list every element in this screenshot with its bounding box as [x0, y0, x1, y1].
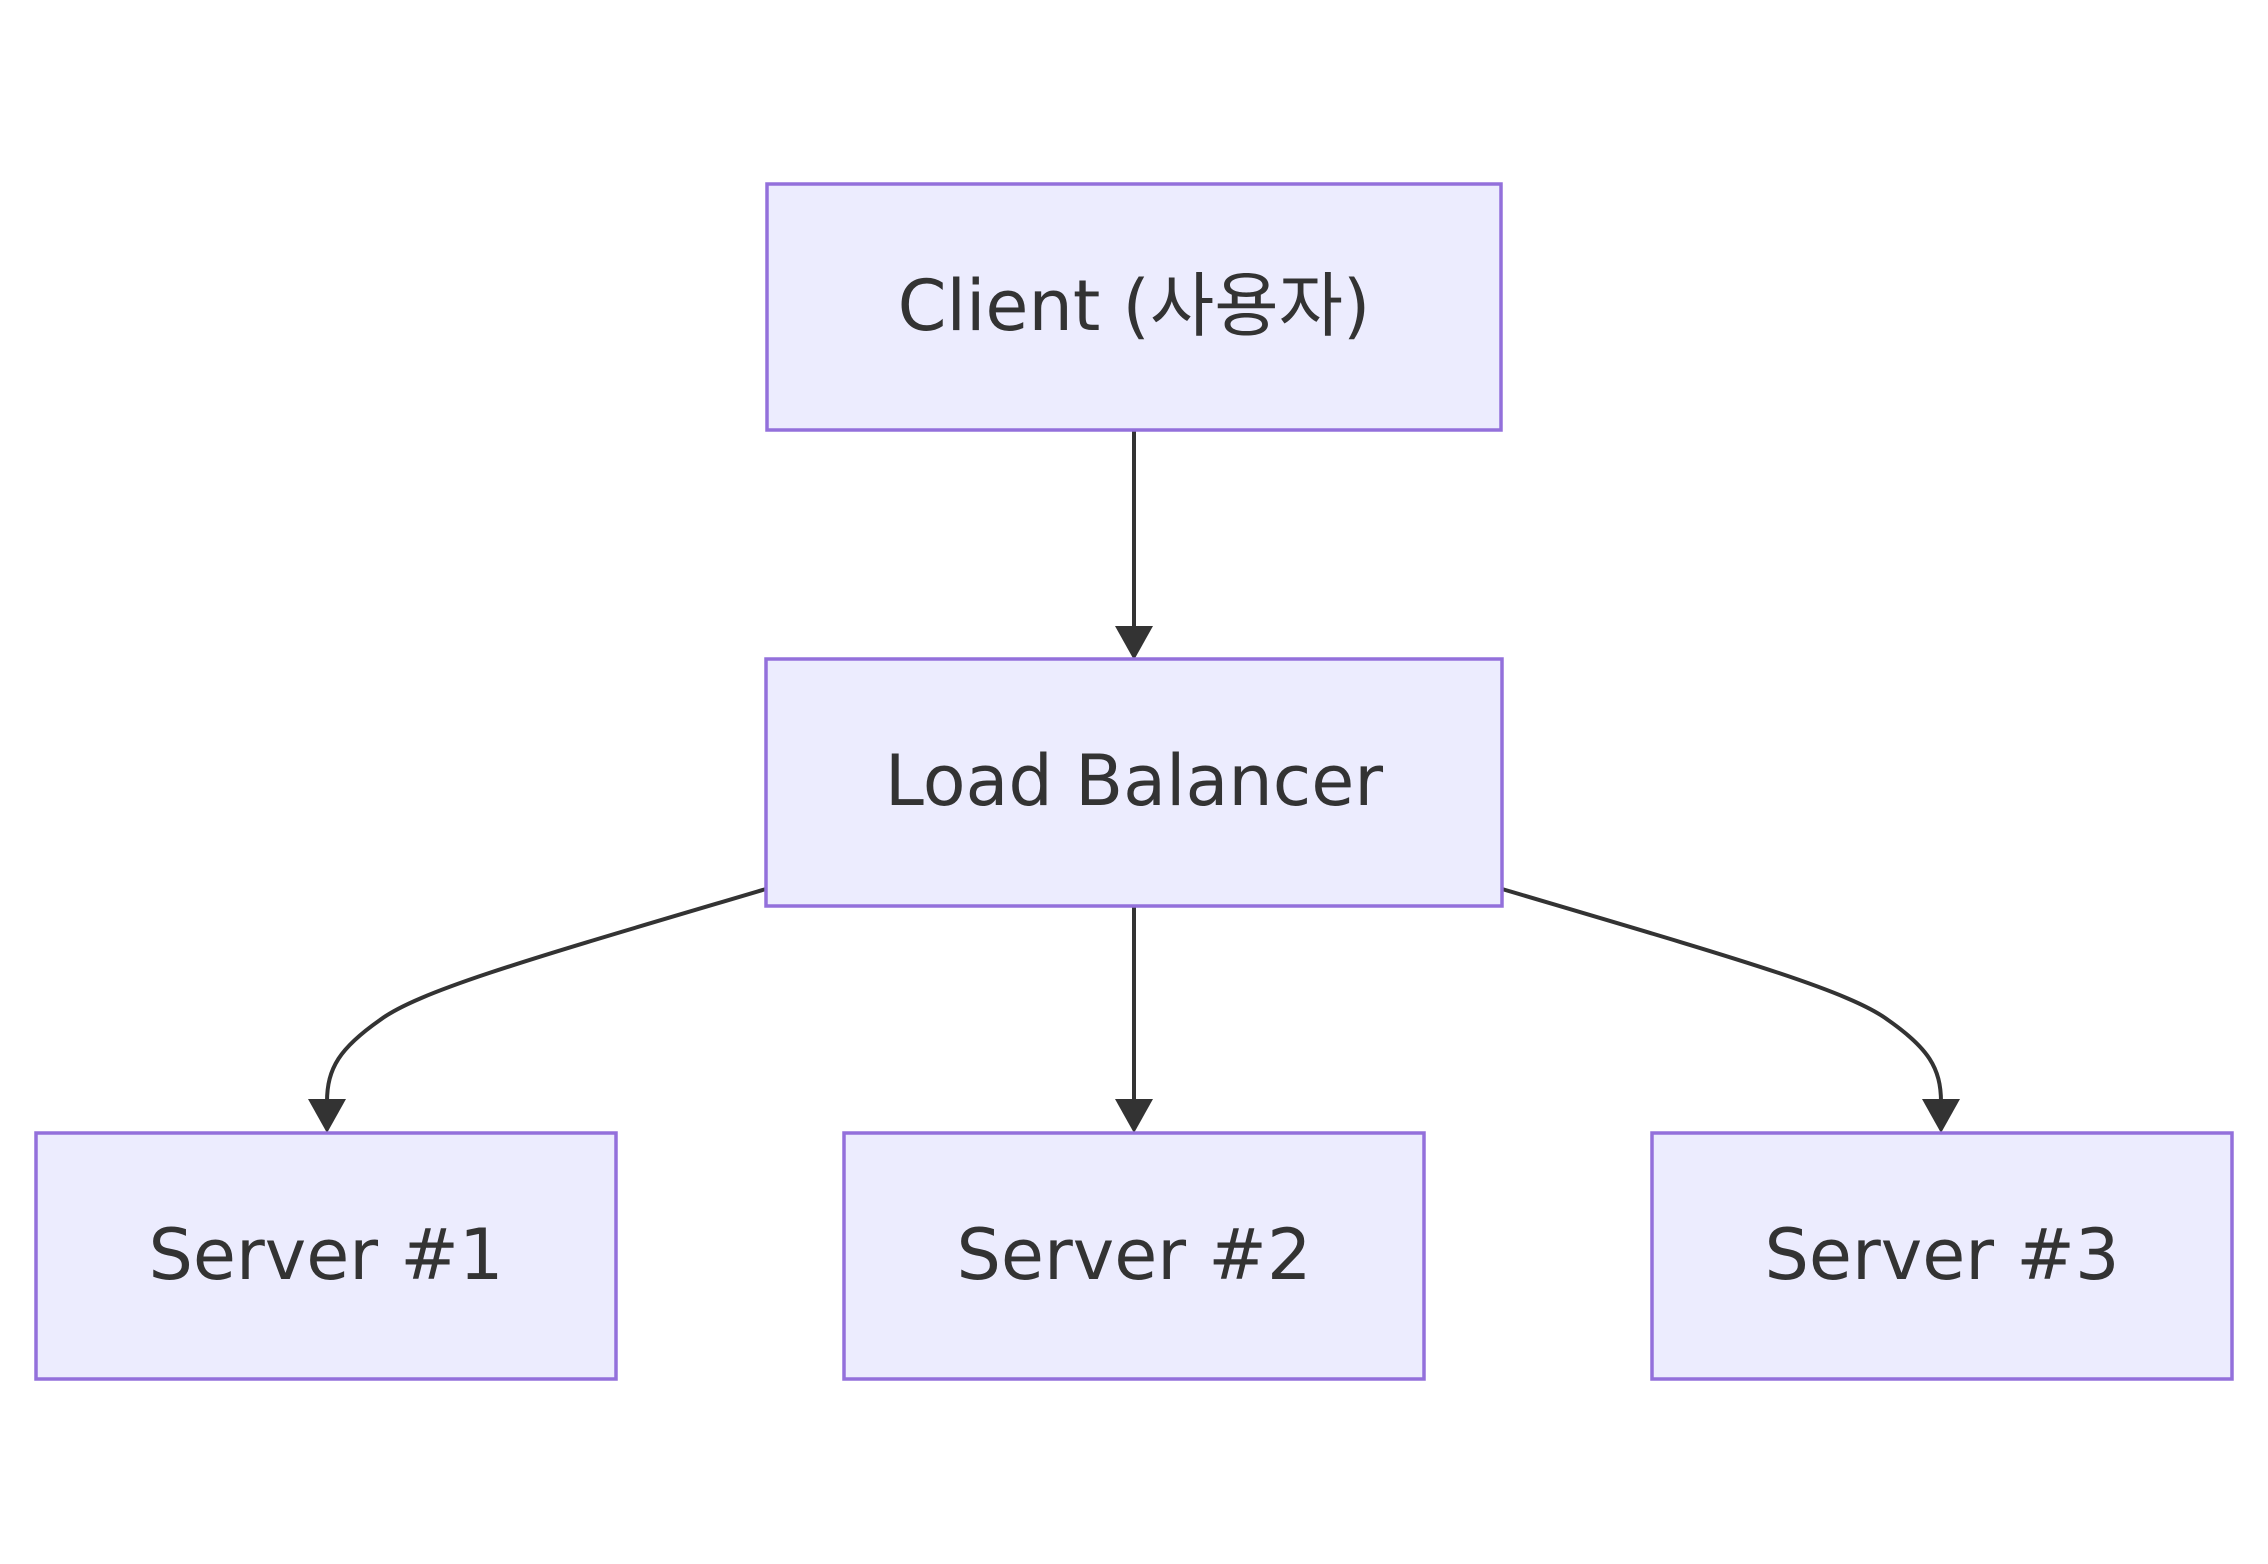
node-load-balancer: Load Balancer	[764, 657, 1504, 908]
edge-client-to-load-balancer	[1115, 430, 1153, 660]
node-server-2-label: Server #2	[957, 1214, 1312, 1296]
node-server-3-label: Server #3	[1765, 1214, 2120, 1296]
node-server-1-label: Server #1	[149, 1214, 504, 1296]
edge-load-balancer-to-server-2	[1115, 906, 1153, 1133]
edge-load-balancer-to-server-3	[1501, 887, 1960, 1133]
edge-load-balancer-to-server-1	[308, 887, 767, 1133]
node-load-balancer-label: Load Balancer	[885, 740, 1383, 822]
node-client: Client (사용자)	[765, 182, 1503, 432]
node-server-2: Server #2	[842, 1131, 1426, 1381]
node-server-1: Server #1	[34, 1131, 618, 1381]
node-client-label: Client (사용자)	[898, 265, 1371, 347]
node-server-3: Server #3	[1650, 1131, 2234, 1381]
edges	[308, 430, 1960, 1133]
